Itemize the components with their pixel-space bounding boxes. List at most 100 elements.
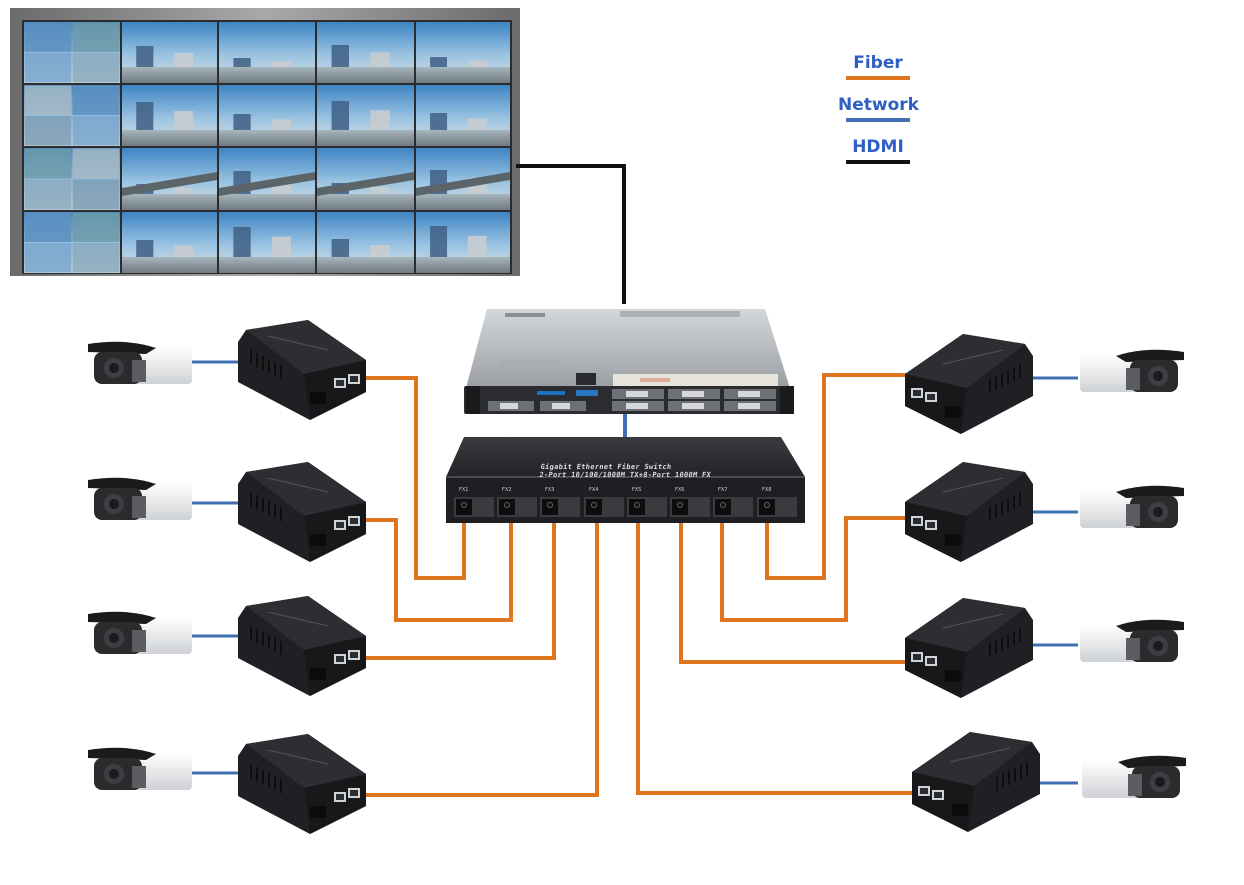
screen-subfeed	[24, 243, 72, 273]
legend-label-hdmi: HDMI	[852, 137, 904, 157]
fiber-port-led	[634, 502, 640, 508]
video-wall-screen	[122, 148, 217, 210]
road	[122, 67, 217, 83]
building	[174, 52, 194, 69]
vent-slot	[280, 507, 282, 521]
video-wall-screen	[416, 22, 510, 83]
switch-label-line1: Gigabit Ethernet Fiber Switch	[540, 463, 673, 471]
vent-slot	[250, 350, 252, 364]
road	[122, 257, 217, 273]
media-converter	[905, 598, 1033, 698]
fiber-port-led	[547, 502, 553, 508]
vent-slot	[1001, 637, 1003, 651]
converter-label-strip	[942, 613, 1004, 629]
road	[122, 194, 217, 210]
bullet-camera	[1082, 755, 1186, 798]
legend-item-network: Network	[838, 94, 919, 136]
rj45-port-inner	[927, 658, 935, 664]
road	[416, 67, 510, 83]
rack-server	[464, 309, 794, 414]
drive-bay-label	[626, 403, 648, 409]
drive-bay-label	[682, 391, 704, 397]
building	[136, 46, 154, 69]
vent-slot	[1001, 501, 1003, 515]
drive-bay-label	[682, 403, 704, 409]
building	[467, 118, 487, 132]
media-converter	[238, 734, 366, 834]
building	[271, 61, 291, 69]
screen-subfeed	[24, 22, 72, 52]
screen-subfeed	[24, 85, 72, 115]
fiber-cable	[366, 376, 466, 580]
camera-sunshield	[1116, 619, 1184, 632]
vent-slot	[274, 362, 276, 376]
camera-ir-panel	[1126, 368, 1140, 390]
video-wall-screen	[317, 148, 414, 210]
camera-ir-panel	[1126, 638, 1140, 660]
camera-lens-inner	[109, 499, 119, 509]
vent-slot	[280, 779, 282, 793]
building	[331, 101, 350, 132]
camera-sunshield	[1116, 485, 1184, 498]
sc-fiber-port	[310, 392, 326, 404]
vent-slot	[280, 365, 282, 379]
video-wall-screen	[317, 85, 414, 146]
vent-slot	[256, 767, 258, 781]
video-wall-screen	[122, 85, 217, 146]
fiber-switch	[446, 437, 805, 523]
camera-ir-panel	[132, 630, 146, 652]
screen-subfeed	[24, 148, 72, 179]
video-wall	[10, 8, 520, 276]
switch-port-label: FX2	[502, 487, 512, 493]
screen-subfeed	[72, 116, 120, 146]
vent-slot	[262, 632, 264, 646]
camera-lens-inner	[109, 363, 119, 373]
building	[331, 45, 350, 69]
building	[136, 240, 154, 259]
building	[430, 113, 448, 132]
screen-subfeed	[72, 179, 120, 210]
vent-slot	[256, 353, 258, 367]
video-wall-screen	[219, 212, 315, 273]
vent-slot	[1013, 631, 1015, 645]
road	[416, 194, 510, 210]
converter-top	[246, 734, 366, 788]
vent-slot	[1013, 367, 1015, 381]
rj45-port-inner	[336, 794, 344, 800]
rj45-port-inner	[934, 792, 942, 798]
fiber-cables	[366, 373, 925, 797]
converter-label-strip	[942, 349, 1004, 365]
bullet-camera	[88, 477, 192, 520]
vent-slot	[1026, 762, 1028, 776]
rj45-port-inner	[920, 788, 928, 794]
converter-label-strip	[267, 611, 329, 627]
building	[370, 52, 390, 69]
drive-bay-label	[552, 403, 570, 409]
road	[317, 67, 414, 83]
sc-fiber-port	[310, 806, 326, 818]
switch-port-label: FX7	[718, 487, 728, 493]
video-wall-screen	[317, 212, 414, 273]
camera-sunshield	[88, 611, 156, 624]
legend-swatch-hdmi	[846, 160, 910, 164]
sc-fiber-port	[952, 804, 968, 816]
camera-lens-inner	[1155, 777, 1165, 787]
vent-slot	[1019, 492, 1021, 506]
switch-port-label: FX6	[675, 487, 685, 493]
vent-slot	[256, 629, 258, 643]
converter-top	[246, 320, 366, 374]
fiber-cable	[366, 523, 599, 797]
road	[317, 257, 414, 273]
rj45-port-inner	[913, 518, 921, 524]
legend-label-network: Network	[838, 95, 919, 115]
road	[317, 194, 414, 210]
building	[370, 110, 390, 132]
building	[233, 227, 251, 259]
fiber-port-led	[720, 502, 726, 508]
building	[370, 186, 390, 196]
camera-sunshield	[1116, 349, 1184, 362]
road	[122, 130, 217, 146]
road	[416, 257, 510, 273]
camera-ir-panel	[132, 766, 146, 788]
camera-sunshield	[88, 477, 156, 490]
